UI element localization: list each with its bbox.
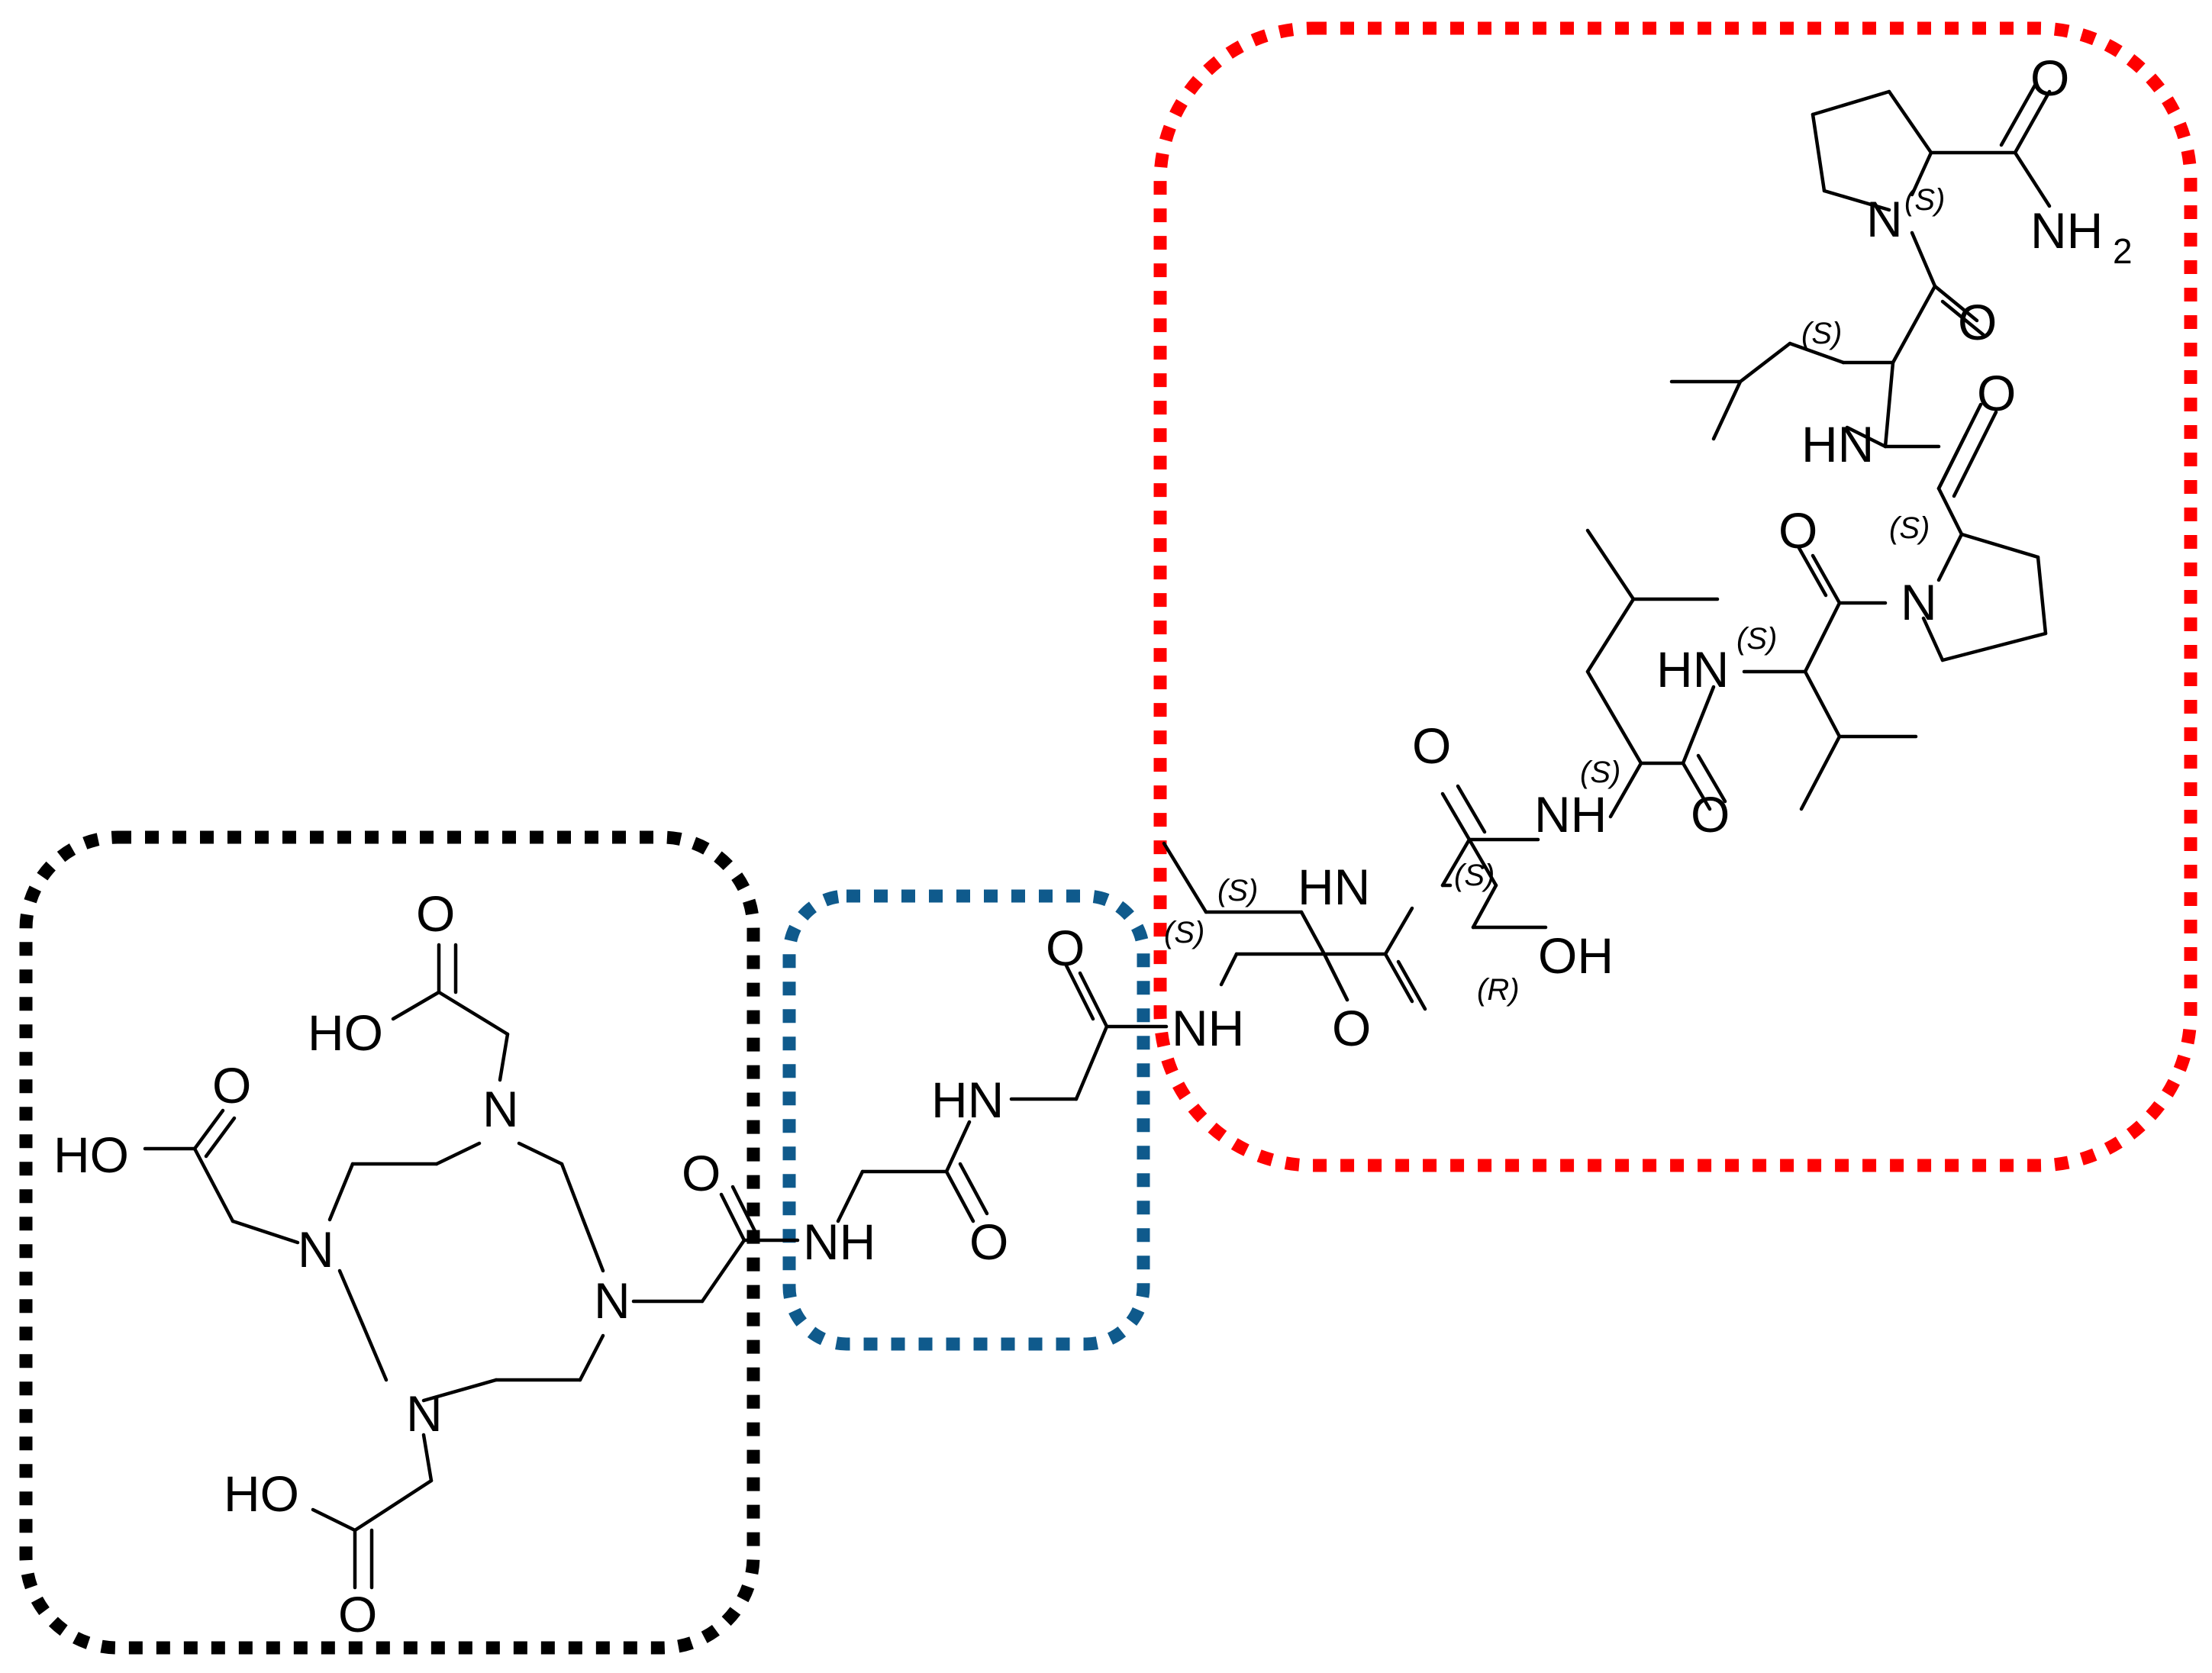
atom-label-nh2-subscript: 2 (2113, 231, 2133, 271)
atom-label-o-bottom: O (338, 1586, 377, 1642)
atom-label-o-linker: O (682, 1145, 721, 1201)
atom-label-n-ring-top: N (482, 1081, 519, 1137)
atom-label-o-ile: O (1332, 1000, 1371, 1056)
atom-label-n-ring-right: N (594, 1272, 630, 1329)
stereo-label-leu2: (S) (1801, 317, 1842, 350)
spacer-region-box (782, 889, 1150, 1351)
chelator-region-box (19, 830, 760, 1655)
atom-label-nh-gly1: NH (803, 1214, 875, 1270)
atom-label-ho-left: HO (53, 1127, 129, 1183)
atom-label-o-pro1: O (1977, 365, 2016, 421)
stereo-label-thr-a: (S) (1454, 859, 1495, 892)
atom-label-oh-thr: OH (1538, 927, 1614, 984)
atom-label-n-pro1: N (1901, 574, 1937, 630)
atom-label-o-left: O (212, 1057, 251, 1114)
chelator-bonds (143, 943, 800, 1590)
stereo-label-pro2: (S) (1904, 183, 1945, 217)
atom-label-nh-ile: NH (1172, 1000, 1244, 1056)
atom-label-hn-gly2: HN (931, 1072, 1004, 1128)
atom-label-o-leu1: O (1691, 786, 1730, 843)
atom-label-nh-leu1: NH (1534, 786, 1607, 843)
atom-label-n-ring-left: N (298, 1221, 334, 1278)
atom-label-o-top: O (416, 885, 455, 942)
atom-label-n-ring-bottom: N (406, 1385, 443, 1442)
atom-label-ho-top: HO (308, 1004, 383, 1061)
stereo-label-thr-b: (R) (1477, 973, 1520, 1007)
atom-label-hn-thr: HN (1298, 859, 1370, 915)
stereo-label-ile-a: (S) (1164, 916, 1204, 949)
atom-label-ho-bottom: HO (224, 1465, 299, 1522)
atom-label-hn-leu2: HN (1801, 416, 1874, 472)
stereo-label-val: (S) (1736, 622, 1777, 656)
atom-label-hn-val: HN (1656, 641, 1729, 698)
atom-label-o-leu2: O (1958, 294, 1997, 350)
atom-label-n-pro2: N (1866, 191, 1903, 247)
atom-label-nh2-pro2: NH (2030, 202, 2103, 259)
peptide-bonds (1162, 82, 2052, 1011)
peptide-region-box (1153, 21, 2197, 1172)
atom-label-o-pro2: O (2030, 50, 2069, 106)
atom-label-o-gly2: O (969, 1214, 1008, 1270)
stereo-label-ile-b: (S) (1217, 874, 1258, 907)
spacer-bonds (836, 963, 1169, 1223)
atom-label-o-gly2b: O (1046, 920, 1085, 976)
atom-label-o-val: O (1778, 502, 1817, 559)
stereo-label-leu1: (S) (1580, 756, 1620, 789)
stereo-label-pro1: (S) (1889, 511, 1930, 545)
atom-label-o-thr: O (1412, 717, 1451, 774)
